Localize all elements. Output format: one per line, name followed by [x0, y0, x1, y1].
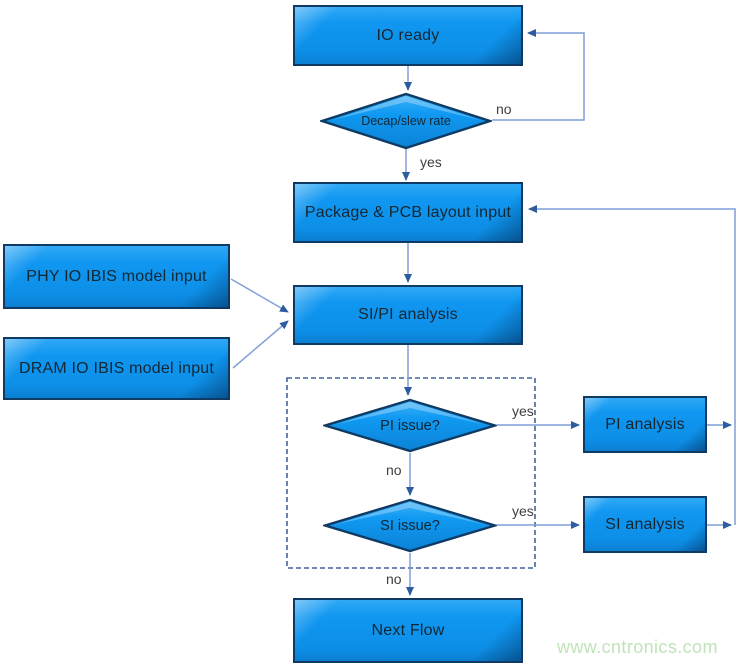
node-io-ready-label: IO ready: [376, 26, 440, 44]
edge-label-pi-issue-no: no: [386, 462, 402, 478]
edge-label-si-issue-no: no: [386, 571, 402, 587]
node-next-flow-label: Next Flow: [371, 621, 445, 639]
node-sipi-analysis-label: SI/PI analysis: [358, 306, 458, 323]
node-phy-io-ibis-model-input: PHY IO IBIS model input: [3, 244, 230, 309]
node-sipi-analysis: SI/PI analysis: [293, 285, 523, 345]
node-si-issue-decision: SI issue?: [320, 498, 500, 553]
node-si-analysis-label: SI analysis: [605, 515, 685, 533]
node-decap-slew-rate-decision: Decap/slew rate: [318, 92, 494, 150]
node-dram-io-ibis-model-input-label: DRAM IO IBIS model input: [18, 359, 215, 377]
node-phy-io-ibis-model-input-label: PHY IO IBIS model input: [26, 267, 207, 285]
node-pi-analysis-label: PI analysis: [605, 415, 685, 433]
node-io-ready: IO ready: [293, 5, 523, 66]
edge-label-decap-no: no: [496, 101, 512, 117]
node-pi-issue-label: PI issue?: [380, 417, 440, 434]
watermark-text: www.cntronics.com: [557, 637, 718, 657]
node-si-issue-label: SI issue?: [380, 517, 440, 534]
node-pi-analysis: PI analysis: [583, 396, 707, 453]
edge-label-pi-issue-yes: yes: [512, 403, 534, 419]
node-pi-issue-decision: PI issue?: [320, 398, 500, 453]
edge-label-si-issue-yes: yes: [512, 503, 534, 519]
node-package-pcb-layout-input: Package & PCB layout input: [293, 182, 523, 243]
decision-diamond-shape: [320, 398, 500, 453]
node-si-analysis: SI analysis: [583, 496, 707, 553]
node-next-flow: Next Flow: [293, 598, 523, 663]
edge-dram-to-sipi: [232, 320, 289, 369]
node-package-pcb-layout-input-label: Package & PCB layout input: [304, 203, 512, 221]
decision-diamond-shape: [320, 498, 500, 553]
node-dram-io-ibis-model-input: DRAM IO IBIS model input: [3, 337, 230, 400]
edge-rail-to-package: [528, 205, 736, 525]
edge-phy-to-sipi: [230, 278, 289, 313]
node-decap-slew-rate-label: Decap/slew rate: [361, 114, 451, 128]
edge-label-decap-yes: yes: [420, 154, 442, 170]
decision-diamond-shape: [318, 92, 494, 150]
